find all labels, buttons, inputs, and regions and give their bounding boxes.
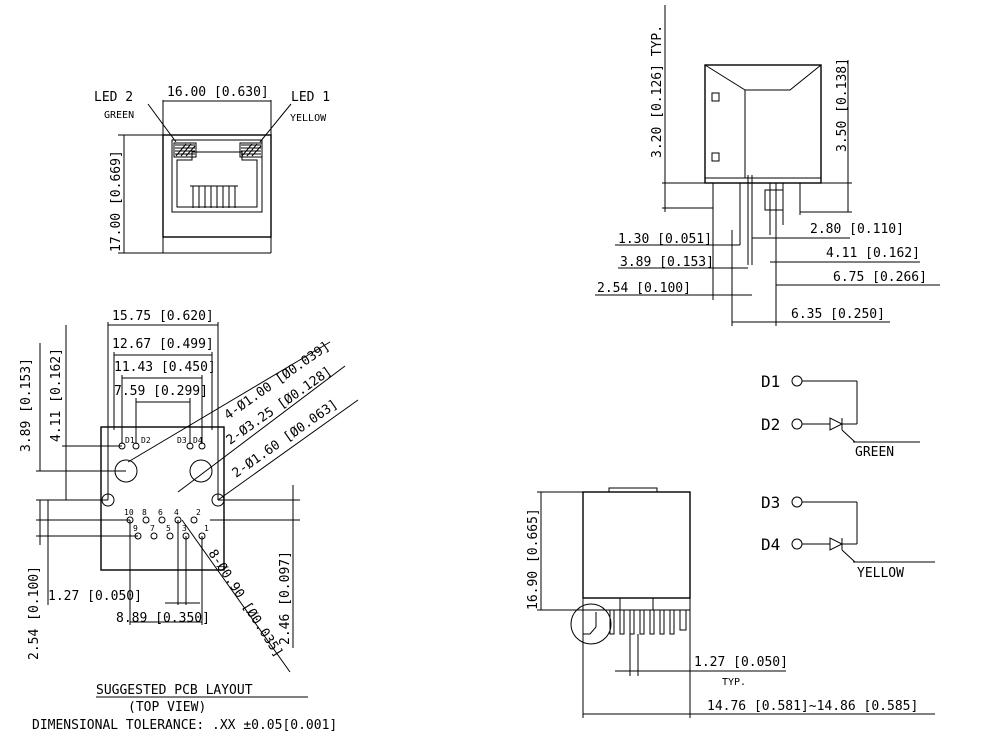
pin-d2-label: D2: [141, 436, 151, 445]
bottom-width-dim: 14.76 [0.581]~14.86 [0.585]: [707, 699, 918, 714]
pcb-dim-8-89: 8.89 [0.350]: [116, 611, 210, 626]
pcb-dim-3-89: 3.89 [0.153]: [19, 358, 34, 452]
pcb-dim-7-59: 7.59 [0.299]: [114, 384, 208, 399]
pin-d4-label: D4: [193, 436, 203, 445]
side-dim-4-11: 4.11 [0.162]: [826, 246, 920, 261]
side-dim-6-75: 6.75 [0.266]: [833, 270, 927, 285]
pin-label-10: 10: [124, 508, 134, 517]
led2-label: LED 2: [94, 90, 133, 105]
led-schematic: [791, 375, 935, 563]
sch-green-label: GREEN: [855, 445, 894, 460]
pcb-title: SUGGESTED PCB LAYOUT: [96, 683, 253, 698]
tolerance-note: DIMENSIONAL TOLERANCE: .XX ±0.05[0.001]: [32, 718, 337, 733]
pcb-dim-11-43: 11.43 [0.450]: [114, 360, 216, 375]
pin-label-2: 2: [196, 508, 201, 517]
hole-callout-4: 8-Ø0.90 [Ø0.035]: [205, 547, 286, 660]
pcb-dim-2-54: 2.54 [0.100]: [27, 566, 42, 660]
led1-color-label: YELLOW: [290, 113, 327, 124]
bottom-height-dim: 16.90 [0.665]: [526, 508, 541, 610]
led1-label: LED 1: [291, 90, 330, 105]
pin-label-1: 1: [204, 524, 209, 533]
side-height-dim: 3.50 [0.138]: [835, 58, 850, 152]
sch-d3-label: D3: [761, 493, 780, 512]
sch-d2-label: D2: [761, 415, 780, 434]
pcb-dim-12-67: 12.67 [0.499]: [112, 337, 214, 352]
pin-label-4: 4: [174, 508, 179, 517]
pin-label-9: 9: [133, 524, 138, 533]
side-dim-3-89: 3.89 [0.153]: [620, 255, 714, 270]
side-view: [595, 5, 940, 326]
led1-window: [239, 142, 263, 158]
front-view: [118, 100, 292, 254]
sch-d4-label: D4: [761, 535, 780, 554]
pin-label-8: 8: [142, 508, 147, 517]
bottom-view: [537, 487, 935, 718]
bottom-pitch-dim: 1.27 [0.050]: [694, 655, 788, 670]
led2-color-label: GREEN: [104, 110, 134, 121]
side-dim-2-54: 2.54 [0.100]: [597, 281, 691, 296]
pin-label-3: 3: [182, 524, 187, 533]
pin-d3-label: D3: [177, 436, 187, 445]
pcb-dim-4-11: 4.11 [0.162]: [49, 348, 64, 442]
front-height-label: 17.00 [0.669]: [109, 150, 124, 252]
bottom-typ-label: TYP.: [722, 677, 746, 688]
pcb-subtitle: (TOP VIEW): [128, 700, 206, 715]
jack-contacts: [190, 185, 238, 208]
pcb-dim-1-27: 1.27 [0.050]: [48, 589, 142, 604]
pcb-layout: [36, 322, 359, 698]
contact-fingers: [609, 610, 687, 635]
side-dim-6-35: 6.35 [0.250]: [791, 307, 885, 322]
side-dim-2-80: 2.80 [0.110]: [810, 222, 904, 237]
pcb-dim-15-75: 15.75 [0.620]: [112, 309, 214, 324]
pin-label-7: 7: [150, 524, 155, 533]
front-width-label: 16.00 [0.630]: [167, 85, 269, 100]
pin-d1-label: D1: [125, 436, 135, 445]
side-typ-dim: 3.20 [0.126] TYP.: [650, 25, 665, 158]
side-dim-1-30: 1.30 [0.051]: [618, 232, 712, 247]
led2-window: [173, 142, 197, 158]
pin-label-5: 5: [166, 524, 171, 533]
sch-yellow-label: YELLOW: [857, 566, 904, 581]
pin-label-6: 6: [158, 508, 163, 517]
sch-d1-label: D1: [761, 372, 780, 391]
pcb-dim-2-46: 2.46 [0.097]: [278, 551, 293, 645]
